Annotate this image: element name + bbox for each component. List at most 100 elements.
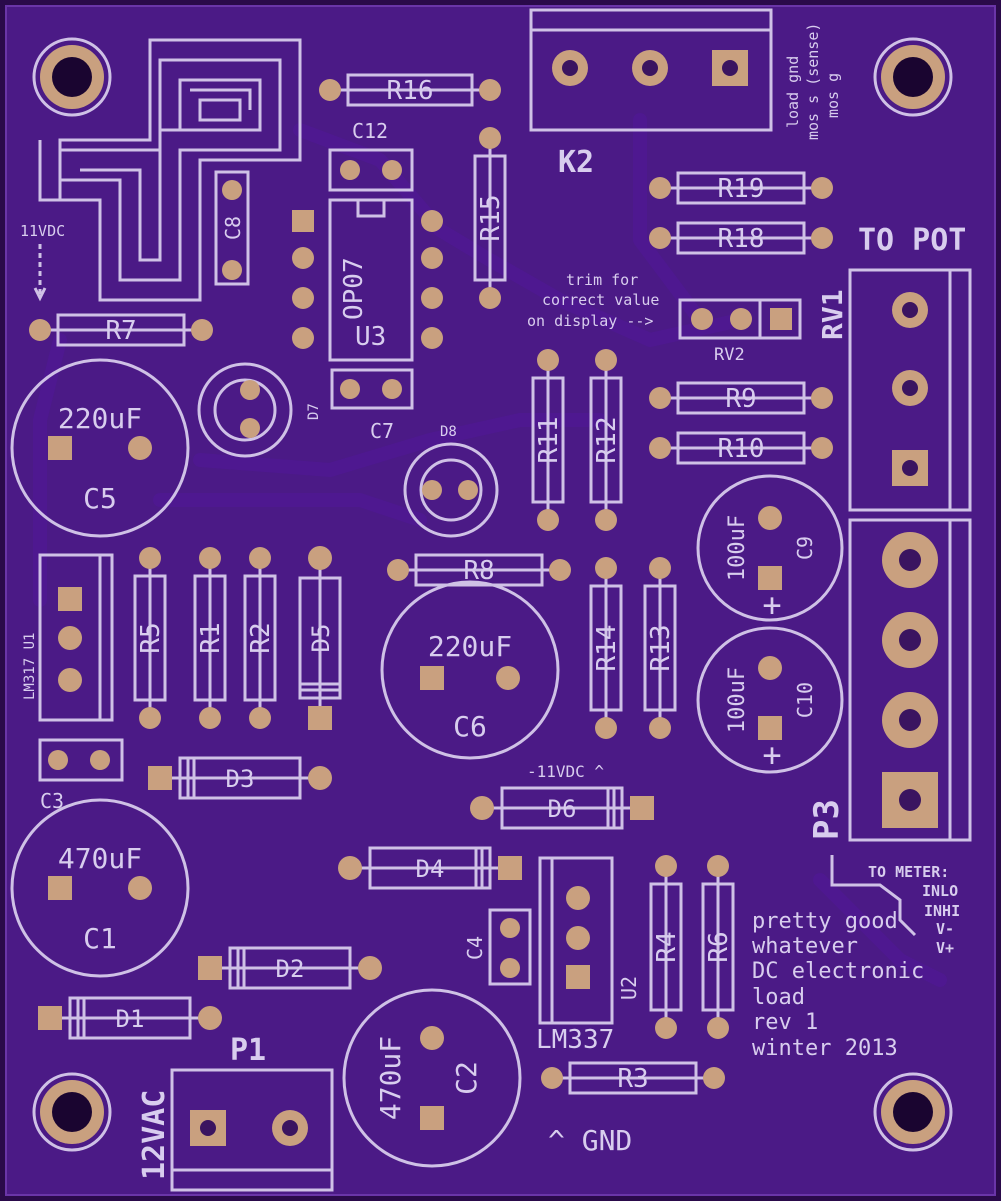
u3-part: OP07 <box>339 257 369 320</box>
electrolytic-value: 470uF <box>374 1036 407 1120</box>
connector-rv1: TO POT RV1 <box>816 223 972 512</box>
k2-ref: K2 <box>558 145 594 180</box>
resistor-r5: R5 <box>133 547 167 729</box>
electrolytic-ref: C6 <box>453 710 487 743</box>
resistor-r12: R12 <box>589 349 623 531</box>
diode-label: D4 <box>416 855 445 883</box>
regulator-u2: U2 LM337 <box>536 856 641 1055</box>
u1-ref: LM317 U1 <box>22 633 38 700</box>
credit-line-2: whatever <box>752 934 858 959</box>
p1-label: 12VAC <box>137 1090 172 1180</box>
connector-p3: P3 TO METER: INLO INHI V- V+ <box>807 518 972 957</box>
connector-k2: K2 load gnd mos s (sense) mos g <box>529 8 842 180</box>
electrolytic-ref: C1 <box>83 922 117 955</box>
resistor-label: R6 <box>704 931 734 962</box>
capacitor-label: C12 <box>352 119 388 143</box>
u3-ref: U3 <box>355 322 386 352</box>
resistor-r4: R4 <box>649 855 683 1039</box>
resistor-r14: R14 <box>589 557 623 739</box>
electrolytic-ref: C10 <box>793 682 817 718</box>
k2-pin2: mos s (sense) <box>804 23 822 140</box>
p3-pin-vminus: V- <box>936 920 954 938</box>
diode-label: D2 <box>276 955 305 983</box>
credit-line-4: load <box>752 985 805 1010</box>
rv2-ref: RV2 <box>714 345 745 365</box>
note-neg11vdc: -11VDC ^ <box>527 762 604 781</box>
electrolytic-value: 220uF <box>428 630 512 663</box>
electrolytic-value: 220uF <box>58 402 142 435</box>
resistor-label: R9 <box>725 384 756 414</box>
resistor-label: R16 <box>387 76 434 106</box>
resistor-label: R14 <box>592 625 622 672</box>
mount-hole-tl <box>32 37 112 117</box>
p3-pin-vplus: V+ <box>936 939 954 957</box>
credits: pretty good whatever DC electronic load … <box>752 909 924 1061</box>
resistor-r3: R3 <box>541 1061 725 1095</box>
diode-d3: D3 <box>148 756 332 800</box>
note-11vdc: 11VDC <box>20 222 65 240</box>
trimmer-rv2: RV2 trim for correct value on display --… <box>527 271 802 365</box>
capacitor-c4: C4 <box>463 908 532 986</box>
electrolytic-value: 100uF <box>725 667 750 733</box>
p3-ref: P3 <box>807 799 847 840</box>
credit-line-5: rev 1 <box>752 1010 818 1035</box>
electrolytic-value: 470uF <box>58 842 142 875</box>
mount-hole-tr <box>873 37 953 117</box>
capacitor-label: C7 <box>370 419 394 443</box>
p3-title: TO METER: <box>868 863 949 881</box>
electrolytic-value: 100uF <box>725 515 750 581</box>
polarity-plus: + <box>762 736 781 774</box>
resistor-label: R19 <box>718 174 765 204</box>
resistor-label: R18 <box>718 224 765 254</box>
p3-pin-inlo: INLO <box>922 882 958 900</box>
diode-d2: D2 <box>198 946 382 990</box>
diode-d6: D6 <box>470 786 654 830</box>
diode-label: D1 <box>116 1005 145 1033</box>
rv2-note-1: trim for <box>566 271 638 289</box>
resistor-label: R10 <box>718 434 765 464</box>
resistor-label: R13 <box>646 625 676 672</box>
u2-part: LM337 <box>536 1025 614 1055</box>
resistor-label: R1 <box>196 622 226 653</box>
mount-hole-bl <box>32 1072 112 1152</box>
resistor-r6: R6 <box>701 855 735 1039</box>
electrolytic-ref: C9 <box>793 536 817 560</box>
resistor-label: R4 <box>652 931 682 962</box>
capacitor-c3: C3 <box>38 738 124 813</box>
k2-pin1: load gnd <box>784 56 802 128</box>
electrolytic-ref: C2 <box>450 1061 483 1095</box>
capacitor-label: C8 <box>221 216 245 240</box>
p1-ref: P1 <box>230 1033 266 1068</box>
resistor-label: R15 <box>476 195 506 242</box>
electrolytic-c10: 100uF C10 + <box>696 626 844 774</box>
resistor-label: R3 <box>617 1064 648 1094</box>
regulator-u1: LM317 U1 <box>22 553 114 722</box>
resistor-r2: R2 <box>243 547 277 729</box>
led-d8: D8 <box>403 424 499 538</box>
credit-line-1: pretty good <box>752 909 898 934</box>
spiral-logo <box>38 38 302 302</box>
credit-line-6: winter 2013 <box>752 1036 898 1061</box>
led-d7: D7 <box>197 362 322 458</box>
connector-p1: P1 12VAC <box>137 1033 334 1192</box>
mounting-holes <box>32 37 953 1152</box>
diode-label: D3 <box>226 765 255 793</box>
resistor-r15: R15 <box>473 127 507 309</box>
resistor-r7: R7 <box>29 313 213 347</box>
resistor-r19: R19 <box>649 171 833 205</box>
k2-pin3: mos g <box>824 73 842 118</box>
resistor-r18: R18 <box>649 221 833 255</box>
resistor-label: R5 <box>136 622 166 653</box>
rv2-note-3: on display --> <box>527 312 653 330</box>
resistor-r11: R11 <box>531 349 565 531</box>
resistor-label: R2 <box>246 622 276 653</box>
capacitor-label: C4 <box>463 936 487 960</box>
annotations: 11VDC -11VDC ^ ^ GND <box>20 222 632 1157</box>
resistor-label: R11 <box>534 417 564 464</box>
electrolytic-c6: 220uF C6 <box>380 580 560 760</box>
